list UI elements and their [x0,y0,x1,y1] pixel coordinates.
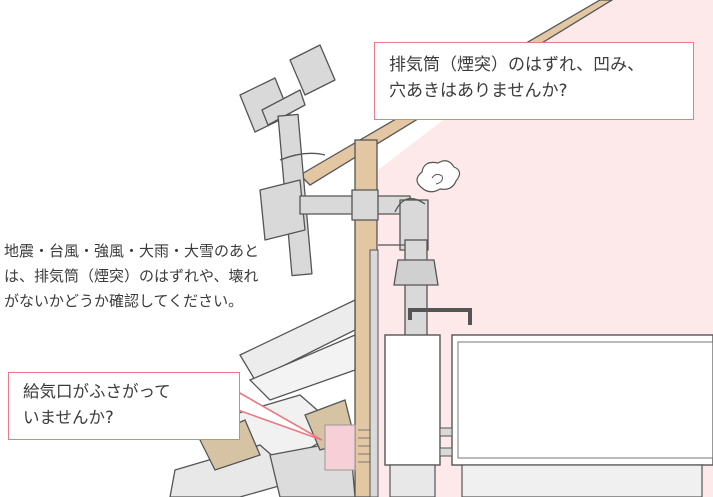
gas-line-vertical [369,249,379,497]
bathtub [451,334,713,466]
callout-chimney-check: 排気筒（煙突）のはずれ、凹み、 穴あきはありませんか? [374,42,694,120]
bathtub-rim [457,341,713,459]
debris-pile [169,298,356,497]
air-intake [324,424,356,471]
connector-pipe-bottom [439,447,453,457]
safety-note: 地震・台風・強風・大雨・大雪のあと は、排気筒（煙突）のはずれや、壊れ がないか… [4,242,260,310]
flue-hood [393,259,439,286]
chimney-pipe [239,44,429,277]
smoke-squiggle [431,173,443,185]
bathtub-base [461,464,703,497]
heater-flue [404,239,428,341]
heater-pipe [408,308,472,325]
connector-pipe-top [439,427,453,437]
callout-air-intake-check: 給気口がふさがって いませんか? [8,372,240,440]
smoke-puff [416,160,461,193]
water-heater-tank [384,334,441,466]
water-heater-base [389,464,436,497]
pipe-strap [279,152,326,161]
